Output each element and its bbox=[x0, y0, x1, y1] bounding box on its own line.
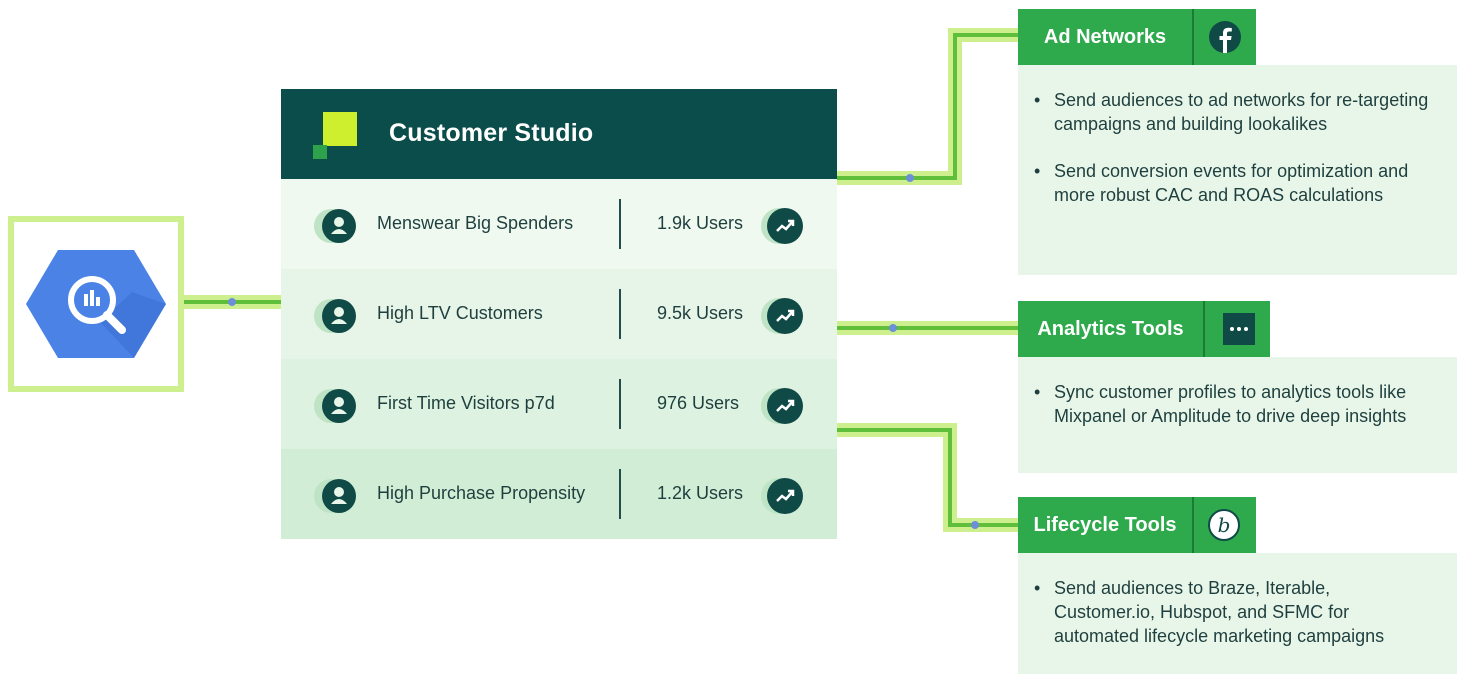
analytics-button[interactable] bbox=[1203, 301, 1270, 357]
row-divider bbox=[619, 379, 621, 429]
destination-lifecycle-tools[interactable]: Lifecycle Tools b bbox=[1018, 497, 1256, 553]
ad-networks-card: Send audiences to ad networks for re-tar… bbox=[1018, 65, 1457, 275]
audience-row[interactable]: High Purchase Propensity 1.2k Users bbox=[281, 449, 837, 539]
user-icon bbox=[331, 217, 347, 234]
studio-logo-accent bbox=[313, 145, 327, 159]
trend-up-icon bbox=[776, 489, 795, 502]
trend-button[interactable] bbox=[761, 208, 805, 244]
audience-toggle[interactable] bbox=[314, 479, 358, 513]
connector-dot bbox=[971, 521, 979, 529]
facebook-button[interactable] bbox=[1192, 9, 1256, 65]
audience-count: 1.2k Users bbox=[657, 483, 744, 503]
user-icon bbox=[331, 397, 347, 414]
audience-toggle[interactable] bbox=[314, 299, 358, 333]
audience-count: 976 Users bbox=[657, 393, 740, 413]
trend-button[interactable] bbox=[761, 388, 805, 424]
source-tile bbox=[14, 222, 178, 386]
lifecycle-tools-card: Send audiences to Braze, Iterable, Custo… bbox=[1018, 553, 1457, 674]
bullet-item: Send conversion events for optimization … bbox=[1032, 159, 1432, 207]
braze-icon: b bbox=[1208, 509, 1240, 541]
destination-ad-networks[interactable]: Ad Networks bbox=[1018, 9, 1256, 65]
bullet-item: Sync customer profiles to analytics tool… bbox=[1032, 380, 1442, 428]
audience-toggle[interactable] bbox=[314, 209, 358, 243]
user-icon bbox=[331, 487, 347, 504]
destination-title: Ad Networks bbox=[1018, 9, 1192, 65]
trend-up-icon bbox=[776, 399, 795, 412]
user-icon bbox=[331, 307, 347, 324]
studio-title: Customer Studio bbox=[389, 119, 594, 147]
bullet-item: Send audiences to Braze, Iterable, Custo… bbox=[1032, 576, 1432, 648]
studio-header: Customer Studio bbox=[281, 89, 837, 179]
connector-dot bbox=[906, 174, 914, 182]
row-divider bbox=[619, 469, 621, 519]
audience-row[interactable]: First Time Visitors p7d 976 Users bbox=[281, 359, 837, 449]
audience-count: 9.5k Users bbox=[657, 303, 744, 323]
svg-text:b: b bbox=[1218, 513, 1231, 537]
facebook-icon bbox=[1209, 21, 1241, 53]
trend-up-icon bbox=[776, 219, 795, 232]
trend-button[interactable] bbox=[761, 478, 805, 514]
bigquery-icon bbox=[26, 250, 166, 358]
row-divider bbox=[619, 289, 621, 339]
braze-button[interactable]: b bbox=[1192, 497, 1256, 553]
connector-dot bbox=[889, 324, 897, 332]
analytics-tools-card: Sync customer profiles to analytics tool… bbox=[1018, 357, 1457, 473]
destination-title: Analytics Tools bbox=[1018, 301, 1203, 357]
trend-button[interactable] bbox=[761, 298, 805, 334]
audience-toggle[interactable] bbox=[314, 389, 358, 423]
audience-row[interactable]: High LTV Customers 9.5k Users bbox=[281, 269, 837, 359]
audience-name: First Time Visitors p7d bbox=[377, 393, 555, 413]
audience-row[interactable]: Menswear Big Spenders 1.9k Users bbox=[281, 179, 837, 269]
audience-name: Menswear Big Spenders bbox=[377, 213, 574, 233]
audience-name: High Purchase Propensity bbox=[377, 483, 586, 503]
audience-count: 1.9k Users bbox=[657, 213, 744, 233]
connector-dot bbox=[228, 298, 236, 306]
bullet-item: Send audiences to ad networks for re-tar… bbox=[1032, 88, 1432, 136]
destination-title: Lifecycle Tools bbox=[1018, 497, 1192, 553]
customer-studio-panel: Customer Studio Menswear Big Spenders 1.… bbox=[281, 89, 837, 539]
more-dots-icon bbox=[1223, 313, 1255, 345]
destination-analytics-tools[interactable]: Analytics Tools bbox=[1018, 301, 1270, 357]
studio-logo-icon bbox=[323, 112, 357, 146]
row-divider bbox=[619, 199, 621, 249]
trend-up-icon bbox=[776, 309, 795, 322]
audience-name: High LTV Customers bbox=[377, 303, 543, 323]
